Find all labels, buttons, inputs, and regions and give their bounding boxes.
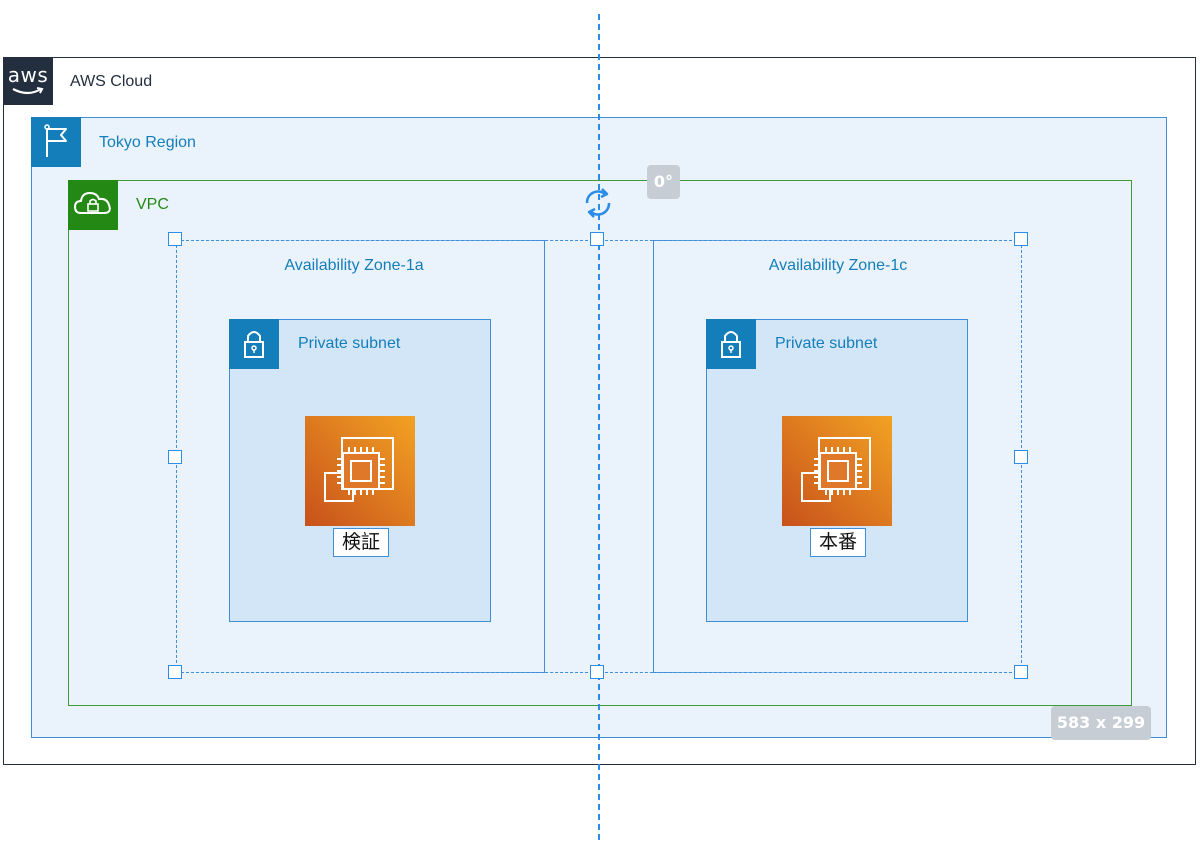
private-subnet-1a-label: Private subnet (298, 335, 401, 352)
aws-smile-icon (12, 87, 44, 95)
rotation-angle-badge: 0° (647, 165, 680, 199)
region-label: Tokyo Region (99, 134, 196, 151)
padlock-icon (706, 319, 756, 369)
rotate-icon[interactable] (578, 183, 618, 223)
ec2-instance-icon[interactable] (782, 416, 892, 526)
resize-handle-bottom-center[interactable] (590, 665, 604, 679)
resize-handle-middle-left[interactable] (168, 450, 182, 464)
resize-handle-top-left[interactable] (168, 232, 182, 246)
selection-box[interactable] (176, 240, 1022, 673)
instance-label-1c[interactable]: 本番 (810, 528, 866, 557)
resize-handle-bottom-right[interactable] (1014, 665, 1028, 679)
flag-icon (31, 117, 81, 167)
resize-handle-top-right[interactable] (1014, 232, 1028, 246)
aws-cloud-label: AWS Cloud (70, 73, 153, 90)
selection-size-badge: 583 x 299 (1051, 706, 1151, 740)
padlock-icon (229, 319, 279, 369)
cloud-lock-icon (68, 180, 118, 230)
ec2-instance-icon[interactable] (305, 416, 415, 526)
availability-zone-1a-label: Availability Zone-1a (284, 257, 424, 274)
resize-handle-top-center[interactable] (590, 232, 604, 246)
private-subnet-1c-label: Private subnet (775, 335, 878, 352)
availability-zone-1c-label: Availability Zone-1c (768, 257, 908, 274)
aws-logo-text: aws (7, 63, 49, 87)
resize-handle-bottom-left[interactable] (168, 665, 182, 679)
center-guide-line (598, 14, 600, 840)
instance-label-1a[interactable]: 検証 (333, 528, 389, 557)
zone-gap-divider (544, 240, 654, 673)
resize-handle-middle-right[interactable] (1014, 450, 1028, 464)
vpc-label: VPC (136, 196, 169, 213)
aws-logo-icon: aws (3, 57, 53, 105)
